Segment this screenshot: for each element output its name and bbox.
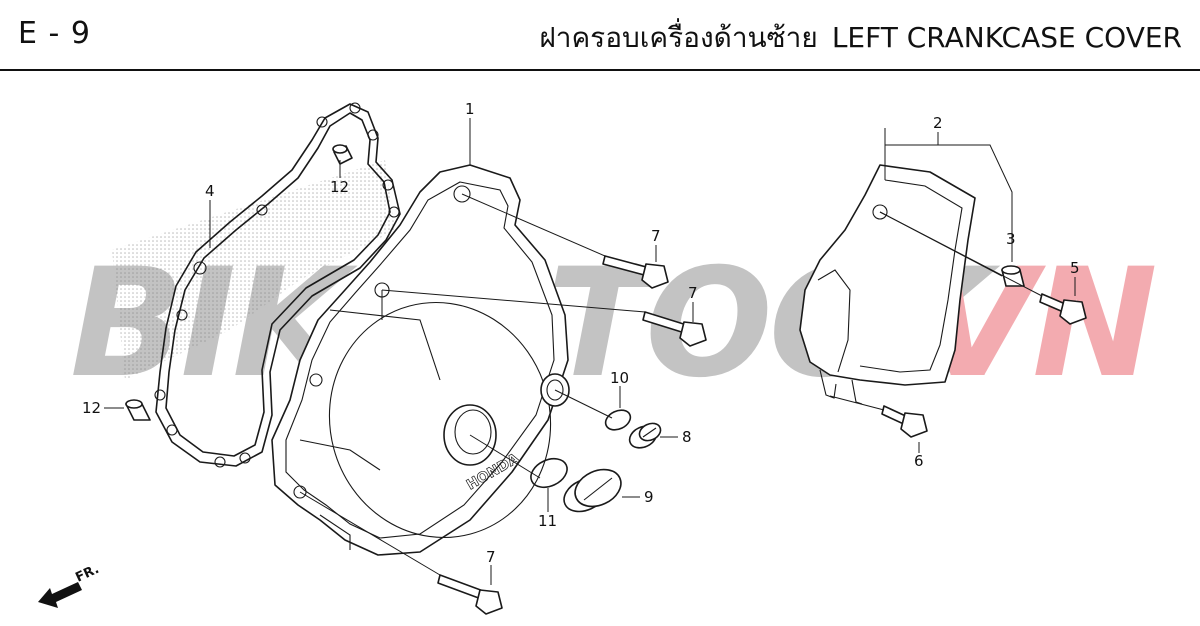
- callout-12-upper: 12: [330, 178, 349, 196]
- sprocket-cover: [799, 164, 976, 405]
- section-title: ฝาครอบเครื่องด้านซ้าย LEFT CRANKCASE COVE…: [539, 16, 1182, 60]
- header-rule: [0, 69, 1200, 71]
- timing-hole-cap: [628, 422, 662, 449]
- bolt-7-middle: [642, 311, 707, 347]
- callout-4: 4: [205, 182, 215, 200]
- bolt-7-upper: [602, 255, 669, 289]
- callout-5: 5: [1070, 259, 1080, 277]
- collar: [1001, 265, 1025, 287]
- bolt-5: [1039, 293, 1087, 325]
- callout-2: 2: [933, 114, 943, 132]
- callout-6: 6: [914, 452, 924, 470]
- dowel-pin-lower: [125, 399, 151, 421]
- front-direction-indicator: FR.: [38, 562, 102, 608]
- callout-3: 3: [1006, 230, 1016, 248]
- callouts: 1 2 3 4 5 6 7 7 7 8 9 10 11 12 12: [82, 100, 1080, 566]
- gasket-shading: [112, 160, 395, 380]
- callout-7-upper: 7: [651, 227, 661, 245]
- gasket: [154, 102, 401, 468]
- title-english: LEFT CRANKCASE COVER: [831, 21, 1182, 54]
- bolt-6: [881, 405, 928, 438]
- front-direction-label: FR.: [73, 562, 101, 586]
- front-arrow-icon: [38, 582, 82, 608]
- callout-8: 8: [682, 428, 692, 446]
- header: E - 9 ฝาครอบเครื่องด้านซ้าย LEFT CRANKCAS…: [0, 0, 1200, 71]
- dowel-pin-upper: [332, 144, 353, 165]
- o-ring-11: [530, 457, 568, 489]
- title-thai: ฝาครอบเครื่องด้านซ้าย: [539, 21, 818, 54]
- section-code: E - 9: [18, 16, 91, 51]
- callout-7-middle: 7: [688, 284, 698, 302]
- o-ring-10: [604, 409, 632, 431]
- bolt-7-lower: [437, 574, 503, 615]
- callout-11: 11: [538, 512, 557, 530]
- callout-1: 1: [465, 100, 475, 118]
- callout-10: 10: [610, 369, 629, 387]
- callout-9: 9: [644, 488, 654, 506]
- callout-12-lower: 12: [82, 399, 101, 417]
- leader-lines: [104, 118, 1076, 585]
- callout-7-lower: 7: [486, 548, 496, 566]
- crankshaft-hole-cap: [563, 468, 622, 513]
